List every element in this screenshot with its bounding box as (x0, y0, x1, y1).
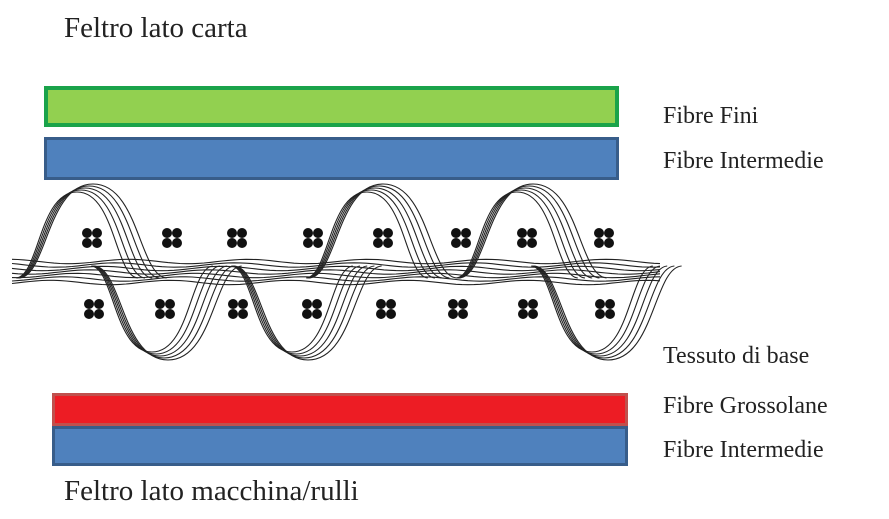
fiber-knot (376, 299, 396, 319)
fiber-knot (594, 228, 614, 248)
weft-thread (11, 269, 661, 275)
warp-loop (306, 191, 428, 279)
weft-thread (11, 272, 661, 279)
warp-loop (233, 265, 375, 359)
fiber-knot (84, 299, 104, 319)
warp-loop (531, 265, 661, 355)
weft-thread (11, 265, 661, 272)
warp-loop (16, 191, 138, 279)
fiber-knot (517, 228, 537, 248)
fiber-knot (302, 299, 322, 319)
warp-loop (532, 265, 668, 357)
base-fabric-label: Tessuto di base (663, 343, 810, 369)
warp-loop (18, 185, 160, 279)
weft-thread (11, 262, 661, 268)
warp-loop (309, 183, 457, 279)
warp-loop (231, 265, 353, 353)
bottom-label: Feltro lato macchina/rulli (64, 475, 359, 507)
warp-loop (534, 265, 682, 361)
intermediate-fibers-bottom-label: Fibre Intermedie (663, 437, 824, 463)
weft-thread (11, 279, 661, 286)
fine-fibers-label: Fibre Fini (663, 103, 759, 129)
warp-loop (232, 265, 368, 357)
warp-loop (306, 189, 436, 279)
warp-loop (91, 265, 221, 355)
fiber-knot (373, 228, 393, 248)
fiber-knot (518, 299, 538, 319)
warp-loop (458, 185, 600, 279)
weft-thread (11, 276, 661, 282)
warp-loop (307, 187, 443, 279)
warp-loop (231, 265, 361, 355)
warp-loop (531, 265, 653, 353)
fiber-knot (448, 299, 468, 319)
fiber-knot (228, 299, 248, 319)
warp-loop (91, 265, 213, 353)
fine-fibers-bar (44, 86, 619, 127)
warp-loop (19, 183, 167, 279)
warp-loop (308, 185, 450, 279)
coarse-fibers-label: Fibre Grossolane (663, 393, 828, 419)
fiber-knot (82, 228, 102, 248)
warp-loop (533, 265, 675, 359)
warp-loop (459, 183, 607, 279)
fiber-knot (227, 228, 247, 248)
warp-loop (94, 265, 242, 361)
warp-loop (17, 187, 153, 279)
top-label: Feltro lato carta (64, 12, 248, 44)
intermediate-fibers-bottom-bar (52, 426, 628, 466)
warp-loop (93, 265, 235, 359)
warp-loop (456, 191, 578, 279)
warp-loop (456, 189, 586, 279)
weft-thread (11, 258, 661, 265)
warp-loop (16, 189, 146, 279)
fiber-knot (162, 228, 182, 248)
warp-loop (92, 265, 228, 357)
intermediate-fibers-top-label: Fibre Intermedie (663, 148, 824, 174)
fiber-knot (155, 299, 175, 319)
warp-loop (457, 187, 593, 279)
fiber-knot (303, 228, 323, 248)
fiber-knot (595, 299, 615, 319)
fiber-knot (451, 228, 471, 248)
coarse-fibers-bar (52, 393, 628, 426)
intermediate-fibers-top-bar (44, 137, 619, 180)
warp-loop (234, 265, 382, 361)
